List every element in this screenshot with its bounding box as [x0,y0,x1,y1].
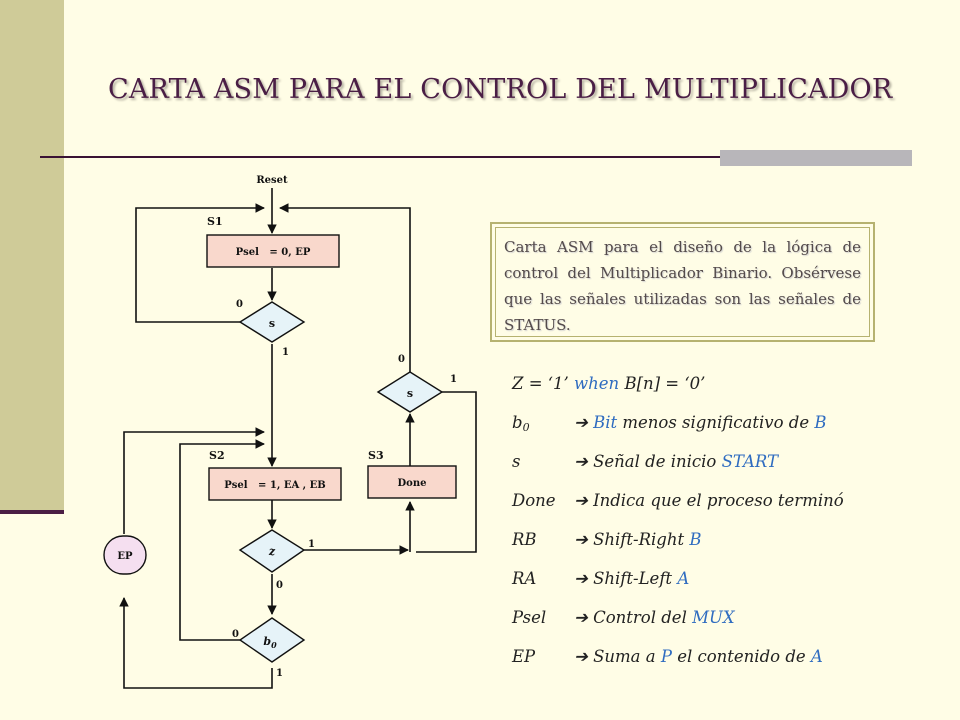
decision-s3-label: s [407,387,413,400]
legend-b0-end: B [814,413,827,432]
b0-one-to-ep [119,597,273,689]
ep-oval-label: EP [117,551,133,562]
state-s3-output: Done [398,478,427,489]
legend-ep-mid: el contenido de [677,647,806,666]
legend-b0-desc: ➔ Bit menos significativo de B [574,413,826,432]
state-s3-box [367,465,457,499]
ep-oval [103,535,147,575]
state-s2-name: S2 [209,449,225,462]
legend-s-sym: s [512,452,521,471]
decision-s1 [238,301,306,343]
decision-b0-subscript: 0 [271,640,277,650]
legend-s-desc: ➔ Señal de inicio START [574,452,778,471]
decision-b0-one: 1 [276,668,283,679]
legend-b0-letter: b [512,413,523,432]
decision-s1-label: s [269,317,275,330]
legend-ep-desc: ➔ Suma a P el contenido de A [574,647,823,666]
legend-rb-text: Shift-Right [593,530,685,549]
legend-ra-desc: ➔ Shift-Left A [574,569,689,588]
state-s1-box [206,234,340,268]
decision-s1-one: 1 [282,347,289,358]
legend-ra-sym: RA [512,569,537,588]
decision-s3-zero: 0 [398,354,405,365]
legend-b0-mid: menos significativo de [622,413,810,432]
legend-ra-keyword: A [677,569,690,588]
state-s2-box [208,467,342,501]
arrow-right-icon: ➔ [574,452,588,471]
flow-connectors [119,188,477,689]
legend-psel-text: Control del [593,608,687,627]
note-text: Carta ASM para el diseño de la lógica de… [504,238,861,334]
legend-b0-sym: b0 [512,413,530,434]
legend-ep-sym: EP [512,647,536,666]
left-accent-bar [0,0,64,512]
legend-rb-keyword: B [689,530,702,549]
legend-ra-text: Shift-Left [593,569,673,588]
legend-z-keyword: when [574,374,620,393]
state-s1-output: Psel = 0, EP [236,247,311,258]
decision-z-one: 1 [308,539,315,550]
decision-b0-label: b0 [263,635,277,650]
legend-psel-keyword: MUX [692,608,735,627]
reset-label: Reset [256,175,288,186]
legend-b0-subscript: 0 [522,421,530,434]
s-zero-loop [135,203,265,323]
legend-rb-sym: RB [512,530,537,549]
b0-zero-loop [179,439,265,641]
state-s2-output: Psel = 1, EA , EB [224,480,325,491]
decision-b0 [238,617,306,663]
decision-s3 [376,371,444,413]
ep-loop-to-s2 [123,427,265,534]
legend-b0-keyword: Bit [593,413,618,432]
legend-psel-desc: ➔ Control del MUX [574,608,735,627]
state-s3-name: S3 [368,449,384,462]
legend-done-text: Indica que el proceso terminó [593,491,844,510]
decision-z [238,529,306,573]
legend-s-keyword: START [721,452,779,471]
decision-b0-zero: 0 [232,629,239,640]
decision-z-zero: 0 [276,580,283,591]
arrow-right-icon: ➔ [574,491,588,510]
legend-rb-desc: ➔ Shift-Right B [574,530,702,549]
legend-done-desc: ➔ Indica que el proceso terminó [574,491,844,510]
legend-z-sym: Z = ‘1’ [512,374,569,393]
decision-z-label: z [268,545,276,558]
legend-ep-keyword-a: A [810,647,823,666]
arrow-right-icon: ➔ [574,569,588,588]
s3-s-one-loop [416,391,477,553]
legend-z-rest: B[n] = ‘0’ [624,374,706,393]
legend-ep-pre: Suma a [593,647,656,666]
note-box: Carta ASM para el diseño de la lógica de… [490,222,875,342]
decision-b0-letter: b [263,635,271,648]
decision-s1-zero: 0 [236,299,243,310]
legend-row-z: Z = ‘1’ when B[n] = ‘0’ [512,374,705,393]
state-s1-name: S1 [207,215,223,228]
legend-psel-sym: Psel [512,608,547,627]
decision-s3-one: 1 [450,374,457,385]
arrow-right-icon: ➔ [574,413,588,432]
title-rule [40,156,912,158]
note-inner: Carta ASM para el diseño de la lógica de… [495,227,870,337]
title-rule-accent [720,150,912,166]
arrow-right-icon: ➔ [574,608,588,627]
s3-s-zero-to-s1 [279,203,411,372]
arrow-right-icon: ➔ [574,647,588,666]
legend-done-sym: Done [512,491,556,510]
slide-title: CARTA ASM PARA EL CONTROL DEL MULTIPLICA… [108,74,893,105]
legend-s-text: Señal de inicio [593,452,717,471]
legend-ep-keyword-p: P [660,647,672,666]
arrow-right-icon: ➔ [574,530,588,549]
left-accent-line [0,510,64,514]
